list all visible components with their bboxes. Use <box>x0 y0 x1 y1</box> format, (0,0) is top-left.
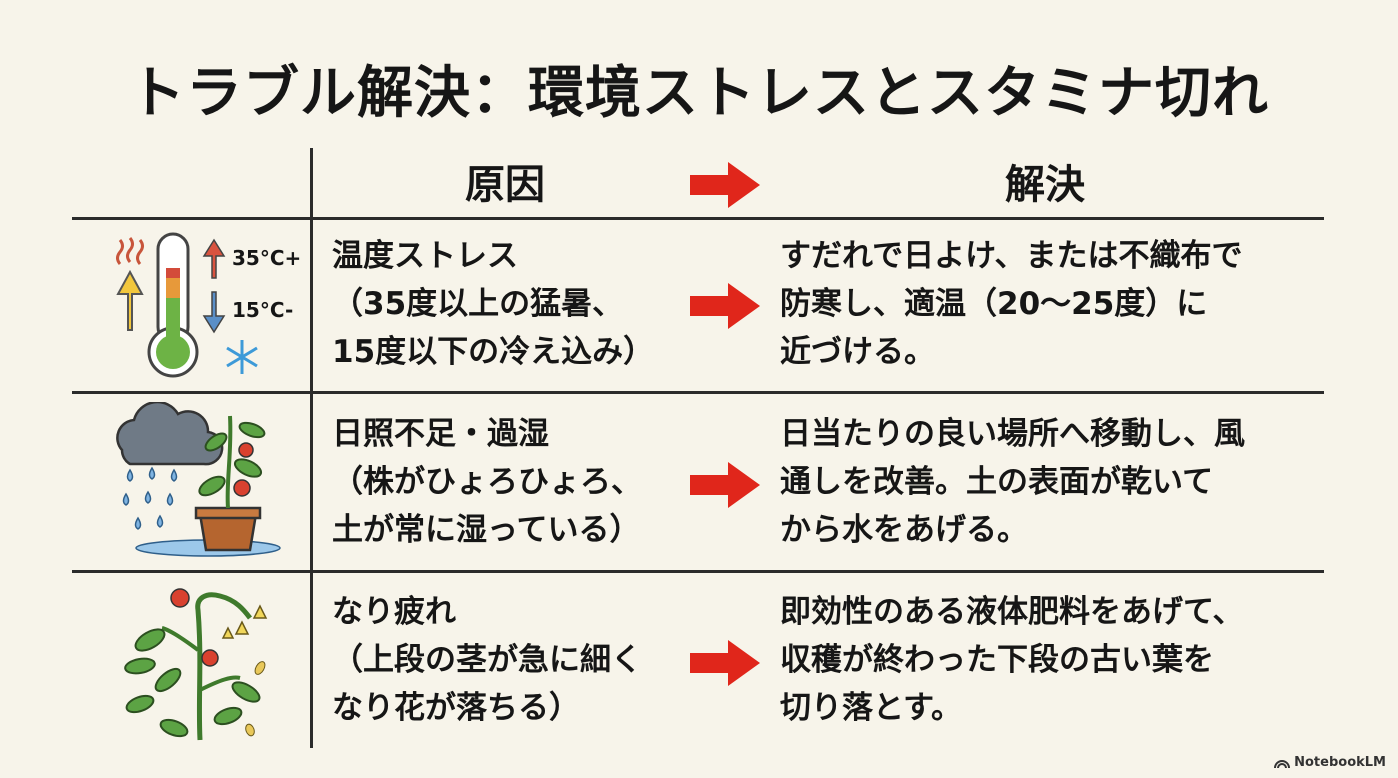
tired-tomato-plant-icon <box>124 588 268 741</box>
cause-cell: 日照不足・過湿 （株がひょろひょろ、 土が常に湿っている） <box>332 416 642 548</box>
branding-text: NotebookLM <box>1294 755 1386 770</box>
row-divider <box>72 570 1324 573</box>
row1-arrow-icon <box>690 283 760 329</box>
header-cause: 原因 <box>465 162 545 208</box>
column-divider <box>310 148 313 748</box>
row-divider <box>72 217 1324 220</box>
cold-threshold-label: 15°C- <box>232 298 294 322</box>
page-title: トラブル解決：環境ストレスとスタミナ切れ <box>129 61 1269 126</box>
row2-arrow-icon <box>690 462 760 508</box>
cause-cell: なり疲れ （上段の茎が急に細く なり花が落ちる） <box>332 594 642 726</box>
notebooklm-logo-icon <box>1274 759 1291 768</box>
row3-arrow-icon <box>690 640 760 686</box>
solution-cell: すだれで日よけ、または不織布で 防寒し、適温（20〜25度）に 近づける。 <box>780 238 1243 370</box>
cause-cell: 温度ストレス （35度以上の猛暑、 15度以下の冷え込み） <box>332 238 655 370</box>
rain-cloud-tomato-plant-icon <box>116 402 281 557</box>
solution-cell: 日当たりの良い場所へ移動し、風 通しを改善。土の表面が乾いて から水をあげる。 <box>780 416 1245 548</box>
header-arrow-icon <box>690 162 760 208</box>
row-divider <box>72 391 1324 394</box>
notebooklm-logo: NotebookLM <box>1274 755 1386 770</box>
header-solution: 解決 <box>1005 162 1085 208</box>
solution-cell: 即効性のある液体肥料をあげて、 収穫が終わった下段の古い葉を 切り落とす。 <box>780 594 1244 726</box>
hot-threshold-label: 35°C+ <box>232 246 302 270</box>
thermometer-icon <box>116 232 258 378</box>
